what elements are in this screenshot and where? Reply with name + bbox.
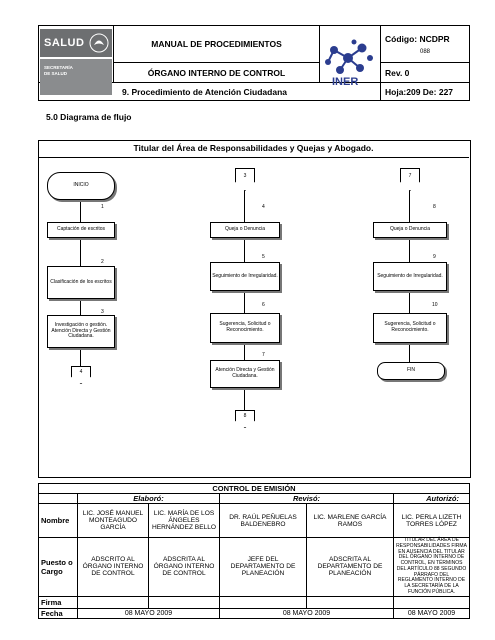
step-box: Sugerencia, Solicitud o Reconocimiento. <box>210 313 280 343</box>
nombre-cell: LIC. MARÍA DE LOS ÁNGELES HERNÁNDEZ BELL… <box>148 503 220 538</box>
firma-label: Firma <box>38 595 78 609</box>
step-box: Sugerencia, Solicitud o Reconocimiento. <box>373 313 447 343</box>
codigo-number: 088 <box>419 48 430 55</box>
step-number: 4 <box>262 204 265 210</box>
puesto-label: Puesto o Cargo <box>38 537 78 597</box>
nombre-cell: DR. RAÚL PEÑUELAS BALDENEBRO <box>219 503 307 538</box>
step-box: Seguimiento de Irregularidad. <box>210 262 280 291</box>
iner-logo: INER <box>320 38 376 90</box>
puesto-cell: TITULAR DEL ÁREA DE RESPONSABILIDADES FI… <box>393 537 470 597</box>
codigo-label: Código: NCDPR <box>385 33 450 44</box>
step-number: 6 <box>262 302 265 308</box>
step-number: 8 <box>433 204 436 210</box>
fecha-label: Fecha <box>38 607 78 619</box>
puesto-cell: ADSCRITA AL DEPARTAMENTO DE PLANEACIÓN <box>306 537 394 597</box>
fecha-cell: 08 MAYO 2009 <box>77 607 220 619</box>
puesto-cell: ADSCRITA AL ÓRGANO INTERNO DE CONTROL <box>148 537 220 597</box>
rev-label: Rev. 0 <box>380 62 470 83</box>
salud-logo-text: SALUD <box>44 37 85 49</box>
connector-line <box>409 237 410 262</box>
offpage-connector: 4 <box>71 366 91 384</box>
salud-sub2: DE SALUD <box>44 71 68 76</box>
step-box: Queja o Denuncia <box>210 222 280 238</box>
organo-label: ÓRGANO INTERNO DE CONTROL <box>113 62 320 83</box>
step-box: Captación de escritos <box>47 222 115 238</box>
offpage-connector: 8 <box>235 410 255 428</box>
eagle-icon <box>89 33 109 53</box>
step-box: Investigación o gestión. Atención Direct… <box>47 315 115 348</box>
offpage-connector: 7 <box>400 168 420 191</box>
elaboro-header: Elaboró: <box>77 493 220 504</box>
offpage-connector: 3 <box>235 168 255 191</box>
reviso-header: Revisó: <box>219 493 394 504</box>
nombre-label: Nombre <box>38 503 78 538</box>
manual-title: MANUAL DE PROCEDIMIENTOS <box>113 25 320 63</box>
connector-line <box>244 186 245 222</box>
connector-line <box>80 298 81 315</box>
connector-line <box>244 342 245 360</box>
codigo-cell: Código: NCDPR 088 <box>380 25 470 63</box>
connector-line <box>244 237 245 262</box>
inicio-terminal: INICIO <box>47 172 115 200</box>
step-number: 5 <box>262 254 265 260</box>
step-box: Queja o Denuncia <box>373 222 447 238</box>
nombre-cell: LIC. MARLENE GARCÍA RAMOS <box>306 503 394 538</box>
salud-logo: SALUD SECRETARÍA DE SALUD <box>40 29 112 95</box>
iner-logo-text: INER <box>332 76 359 88</box>
nombre-cell: LIC. PERLA LIZETH TORRES LÓPEZ <box>393 503 470 538</box>
step-number: 9 <box>433 254 436 260</box>
step-box: Atención Directa y Gestión Ciudadana. <box>210 360 280 388</box>
section-title: 5.0 Diagrama de flujo <box>46 112 132 122</box>
document-header: MANUAL DE PROCEDIMIENTOS Código: NCDPR 0… <box>38 25 470 101</box>
connector-line <box>409 186 410 222</box>
hoja-label: Hoja:209 De: 227 <box>380 82 470 101</box>
connector-line <box>409 342 410 362</box>
connector-line <box>244 290 245 313</box>
nombre-cell: LIC. JOSÉ MANUEL MONTEAGUDO GARCÍA <box>77 503 149 538</box>
puesto-cell: JEFE DEL DEPARTAMENTO DE PLANEACIÓN <box>219 537 307 597</box>
step-box: Seguimiento de Irregularidad. <box>373 262 447 291</box>
connector-line <box>409 290 410 313</box>
connector-line <box>80 200 81 222</box>
puesto-cell: ADSCRITO AL ÓRGANO INTERNO DE CONTROL <box>77 537 149 597</box>
fecha-cell: 08 MAYO 2009 <box>393 607 470 619</box>
step-number: 10 <box>432 302 438 308</box>
molecule-icon <box>325 39 373 74</box>
connector-line <box>244 387 245 410</box>
control-emision-table: CONTROL DE EMISIÓN Elaboró: Revisó: Auto… <box>38 483 470 619</box>
fin-terminal: FIN <box>377 362 445 380</box>
autorizo-header: Autorizó: <box>393 493 470 504</box>
procedure-title: 9. Procedimiento de Atención Ciudadana <box>38 82 381 101</box>
step-number: 2 <box>101 259 104 265</box>
step-box: Clasificación de los escritos <box>47 266 115 299</box>
fecha-cell: 08 MAYO 2009 <box>219 607 394 619</box>
control-title: CONTROL DE EMISIÓN <box>38 483 470 494</box>
connector-line <box>80 237 81 266</box>
step-number: 7 <box>262 352 265 358</box>
flow-area <box>38 140 471 478</box>
connector-line <box>80 347 81 366</box>
flow-title: Titular del Área de Responsabilidades y … <box>38 140 469 158</box>
step-number: 1 <box>101 204 104 210</box>
step-number: 3 <box>101 309 104 315</box>
salud-sub1: SECRETARÍA <box>44 65 73 70</box>
